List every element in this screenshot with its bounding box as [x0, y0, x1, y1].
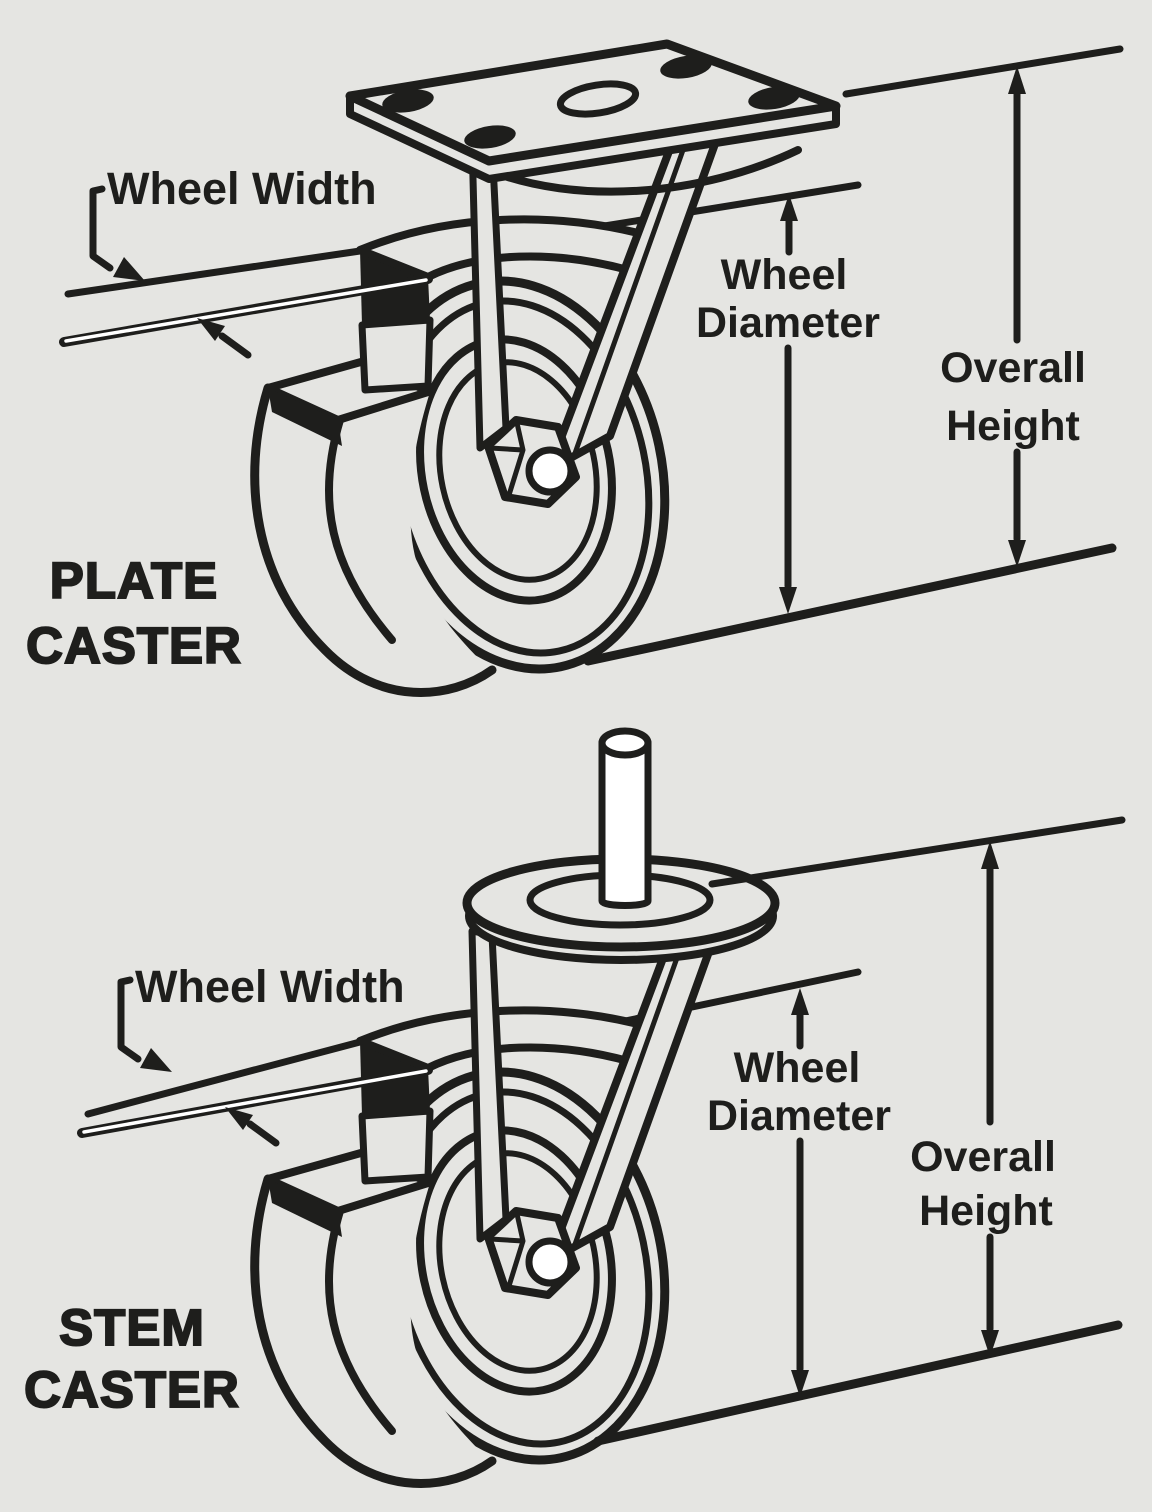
- arrow-up-icon: [791, 988, 809, 1015]
- wheel-width-dimension: Wheel Width: [77, 961, 433, 1147]
- top-reference-line: [708, 816, 1126, 888]
- wheel-top-reference-line: [588, 181, 862, 232]
- wheel-width-extension-line-outer: [84, 1038, 364, 1118]
- wheel-width-extension-line-inner-core: [64, 278, 428, 343]
- bolt-hole: [464, 125, 516, 149]
- arrow-up-left-icon: [197, 318, 225, 341]
- wheel-width-label: Wheel Width: [135, 961, 405, 1012]
- wheel-diameter-label-line1: Wheel: [734, 1044, 861, 1092]
- figure-caption-line2: CASTER: [24, 1361, 240, 1418]
- kingpin-hole: [556, 80, 640, 118]
- overall-height-dimension: Overall Height: [583, 45, 1124, 666]
- overall-height-label-line1: Overall: [940, 344, 1086, 392]
- ground-line: [583, 543, 1117, 666]
- bolt-hole: [748, 86, 800, 110]
- top-reference-line: [842, 45, 1124, 98]
- arrow-down-right-icon: [140, 1048, 172, 1072]
- arrow-up-icon: [780, 194, 798, 221]
- swivel-bearing-curve: [484, 146, 802, 196]
- ground-line: [593, 1320, 1123, 1446]
- wheel-width-dimension: Wheel Width: [59, 163, 433, 359]
- overall-height-label-line2: Height: [946, 402, 1080, 450]
- leader-tail: [246, 1120, 280, 1147]
- stem-rod-top: [598, 727, 652, 759]
- plate-caster-figure: Wheel Width Wheel Diameter Overall Heigh…: [25, 39, 1124, 696]
- figure-caption-line1: STEM: [59, 1299, 205, 1356]
- wheel-width-bracket: [117, 976, 142, 1063]
- wheel-diameter-label-line2: Diameter: [707, 1092, 891, 1140]
- wheel-diameter-label-line1: Wheel: [721, 251, 848, 299]
- wheel-diameter-dimension: Wheel Diameter: [707, 988, 891, 1397]
- stem-rod: [598, 738, 652, 909]
- wheel-width-extension-line-outer: [64, 247, 364, 298]
- arrow-down-right-icon: [113, 257, 145, 281]
- overall-height-label-line2: Height: [919, 1187, 1053, 1235]
- arrow-down-icon: [779, 587, 797, 614]
- arrow-up-icon: [981, 841, 999, 869]
- bolt-hole: [660, 55, 712, 79]
- overall-height-dimension: Overall Height: [593, 816, 1126, 1446]
- wheel-width-extension-line-inner-core: [82, 1069, 428, 1134]
- wheel-diameter-label-line2: Diameter: [696, 299, 880, 347]
- figure-caption-line2: CASTER: [26, 617, 242, 674]
- arrow-down-icon: [981, 1330, 999, 1357]
- bolt-hole: [382, 89, 434, 113]
- stem-caster-figure: Wheel Width Wheel Diameter Overall Heigh…: [23, 727, 1126, 1487]
- arrow-down-icon: [791, 1370, 809, 1397]
- wheel-width-bracket: [89, 185, 114, 272]
- figure-caption-line1: PLATE: [50, 552, 218, 609]
- arrow-up-icon: [1008, 66, 1026, 94]
- wheel-diameter-dimension: Wheel Diameter: [696, 194, 880, 614]
- wheel-width-label: Wheel Width: [107, 163, 377, 214]
- arrow-down-icon: [1008, 540, 1026, 567]
- overall-height-label-line1: Overall: [910, 1133, 1056, 1181]
- arrow-up-left-icon: [225, 1107, 253, 1130]
- leader-tail: [218, 332, 252, 359]
- caster-wheel-illustration: [255, 130, 720, 696]
